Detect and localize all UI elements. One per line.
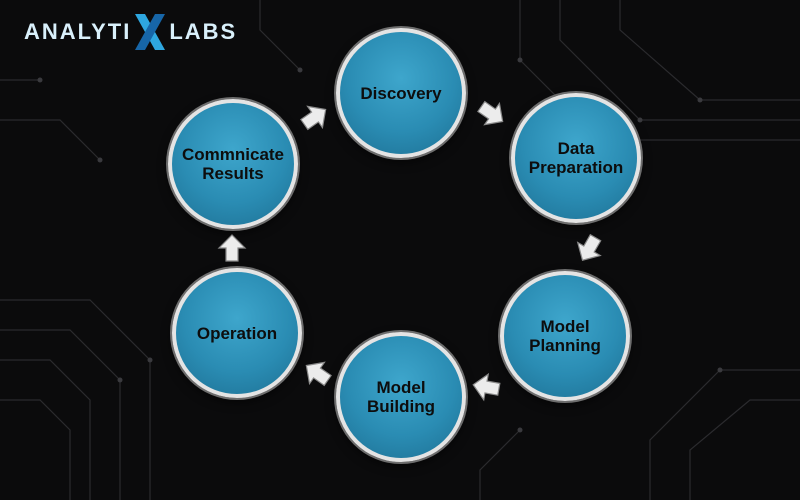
arrow-icon: [472, 372, 501, 402]
data-preparation-node: Data Preparation: [511, 93, 641, 223]
model-planning-node: Model Planning: [500, 271, 630, 401]
logo-text-left: ANALYTI: [24, 19, 132, 44]
analytixlabs-logo: ANALYTI LABS: [24, 12, 237, 52]
x-logo-mark-icon: [135, 14, 166, 50]
operation-node: Operation: [172, 268, 302, 398]
node-label: Discovery: [360, 83, 442, 103]
arrow-icon: [576, 233, 602, 261]
model-building-node: Model Building: [336, 332, 466, 462]
node-label: Model Building: [367, 378, 435, 416]
communicate-results-node: Commnicate Results: [168, 99, 298, 229]
discovery-node: Discovery: [336, 28, 466, 158]
arrow-icon: [477, 100, 504, 126]
node-label: Model Planning: [529, 317, 601, 355]
arrow-icon: [305, 361, 332, 387]
logo-text-right: LABS: [169, 19, 238, 44]
arrow-icon: [217, 234, 247, 262]
node-label: Operation: [196, 323, 278, 343]
arrow-icon: [300, 105, 327, 131]
node-label: Commnicate Results: [181, 145, 285, 183]
node-label: Data Preparation: [528, 139, 624, 177]
